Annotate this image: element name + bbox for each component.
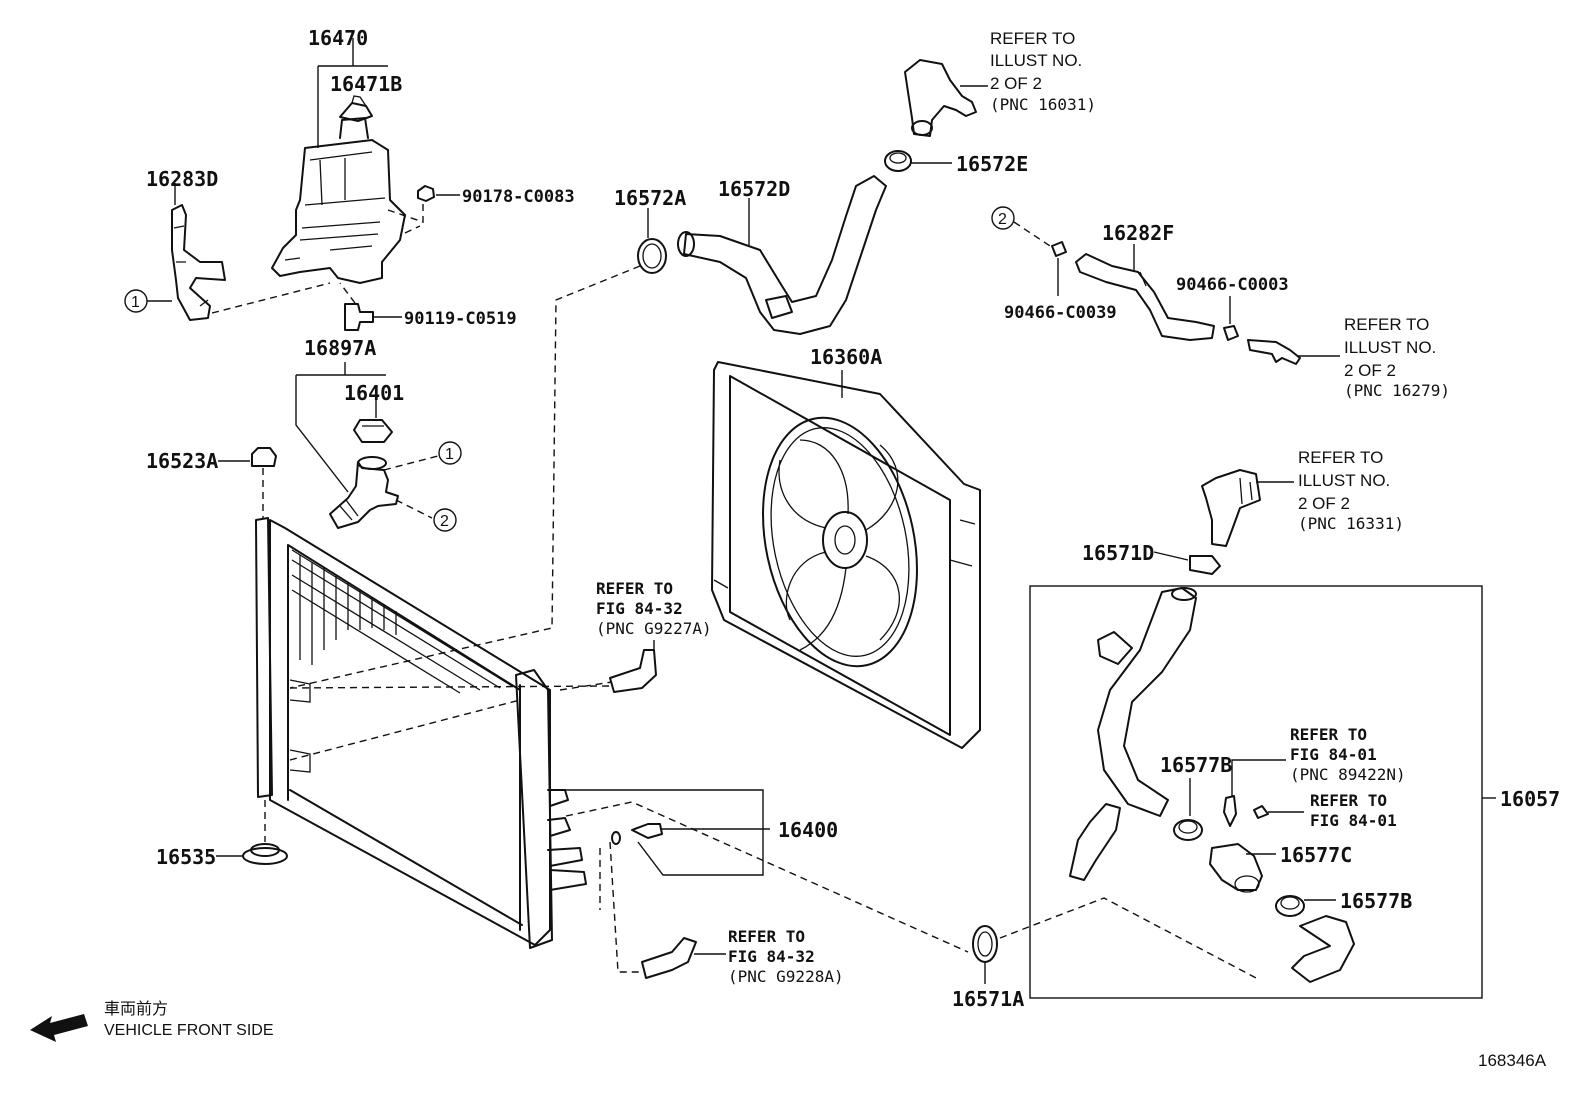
ref-g9227a-1: REFER TO [596, 579, 673, 598]
hose-upper-inlet [609, 649, 657, 693]
label-16572D: 16572D [718, 177, 790, 201]
label-16401: 16401 [344, 381, 404, 405]
label-16572A: 16572A [614, 186, 686, 210]
bracket-in-box [1069, 803, 1121, 881]
orientation-jp: 車両前方 [104, 999, 168, 1018]
label-16282F: 16282F [1102, 221, 1174, 245]
ref-16031-1: REFER TO [990, 29, 1075, 48]
label-16577B-lower: 16577B [1340, 889, 1412, 913]
label-16535: 16535 [156, 845, 216, 869]
reservoir-cap [339, 95, 373, 122]
label-16572E: 16572E [956, 152, 1028, 176]
ref-16279-1: REFER TO [1344, 315, 1429, 334]
label-16283D: 16283D [146, 167, 218, 191]
grommet-upper [251, 447, 277, 467]
clip-90466-c0003 [1223, 325, 1239, 341]
ref-g9228a-3: (PNC G9228A) [728, 967, 844, 986]
label-16360A: 16360A [810, 345, 882, 369]
orientation-en: VEHICLE FRONT SIDE [104, 1022, 274, 1039]
label-90119: 90119-C0519 [404, 309, 517, 329]
label-16897A: 16897A [304, 336, 376, 360]
ref-16331-3: 2 OF 2 [1298, 494, 1350, 513]
radiator [255, 517, 587, 949]
ref-8401-2: FIG 84-01 [1310, 811, 1397, 830]
clip-upper-in-box [1097, 631, 1133, 665]
ref-16279-2: ILLUST NO. [1344, 338, 1436, 357]
label-90466-c0039: 90466-C0039 [1004, 303, 1117, 323]
ref-89422n-3: (PNC 89422N) [1290, 765, 1406, 784]
temp-sensor [1223, 795, 1237, 827]
ref-89422n-1: REFER TO [1290, 725, 1367, 744]
front-direction-arrow-icon [30, 1014, 88, 1042]
ref-89422n-2: FIG 84-01 [1290, 745, 1377, 764]
ref-g9228a-2: FIG 84-32 [728, 947, 815, 966]
label-16057: 16057 [1500, 787, 1560, 811]
ref-16331-1: REFER TO [1298, 448, 1383, 467]
clip-90466-c0039 [1051, 241, 1067, 257]
clamp-16572A [637, 238, 667, 274]
label-16571D: 16571D [1082, 541, 1154, 565]
pipe-fitting [1247, 339, 1301, 365]
clamp-16577B-upper [1173, 819, 1203, 841]
ref-g9227a-3: (PNC G9227A) [596, 619, 712, 638]
ref-16331-4: (PNC 16331) [1298, 514, 1404, 533]
ref-g9227a-2: FIG 84-32 [596, 599, 683, 618]
bracket-16571D [1189, 555, 1221, 575]
callout-1-filler: 1 [445, 446, 454, 463]
lower-short-hose [1291, 915, 1355, 983]
ref-16279-4: (PNC 16279) [1344, 381, 1450, 400]
reservoir-tank [271, 117, 406, 284]
label-16523A: 16523A [146, 449, 218, 473]
clamp-16577B-lower [1275, 895, 1305, 917]
ref-16031-4: (PNC 16031) [990, 95, 1096, 114]
ref-16279-3: 2 OF 2 [1344, 361, 1396, 380]
label-16577C: 16577C [1280, 843, 1352, 867]
label-90178: 90178-C0083 [462, 187, 575, 207]
callout-1-left: 1 [131, 294, 140, 311]
callout-2-heater: 2 [998, 211, 1007, 228]
callout-2-filler: 2 [440, 513, 449, 530]
clip-90178 [417, 185, 435, 202]
grommet-lower [242, 843, 288, 865]
assy-16057-box [1029, 585, 1483, 999]
label-16400: 16400 [778, 818, 838, 842]
label-16571A: 16571A [952, 987, 1024, 1011]
diagram-id: 168346A [1478, 1051, 1547, 1070]
label-16471B: 16471B [330, 72, 402, 96]
fan-shroud [711, 361, 981, 749]
hose-lower-inlet [641, 937, 697, 979]
label-90466-c0003: 90466-C0003 [1176, 275, 1289, 295]
label-16470: 16470 [308, 26, 368, 50]
drain-cock [611, 823, 663, 845]
ref-8401-1: REFER TO [1310, 791, 1387, 810]
ref-16331-2: ILLUST NO. [1298, 471, 1390, 490]
ref-16031-3: 2 OF 2 [990, 74, 1042, 93]
water-outlet [904, 59, 977, 137]
filler-neck [329, 456, 399, 529]
bolt-90119 [344, 303, 374, 331]
clamp-16572E [884, 150, 912, 172]
label-16577B-upper: 16577B [1160, 753, 1232, 777]
bypass-fitting [1201, 469, 1261, 547]
joint-16577C [1209, 843, 1263, 893]
ref-g9228a-1: REFER TO [728, 927, 805, 946]
radiator-cap [353, 419, 393, 443]
upper-hose [677, 175, 887, 335]
lower-hose [1097, 587, 1197, 817]
clamp-16571A [972, 925, 998, 963]
heater-hose [1075, 253, 1215, 341]
ref-16031-2: ILLUST NO. [990, 51, 1082, 70]
hose-16283D [171, 204, 226, 321]
